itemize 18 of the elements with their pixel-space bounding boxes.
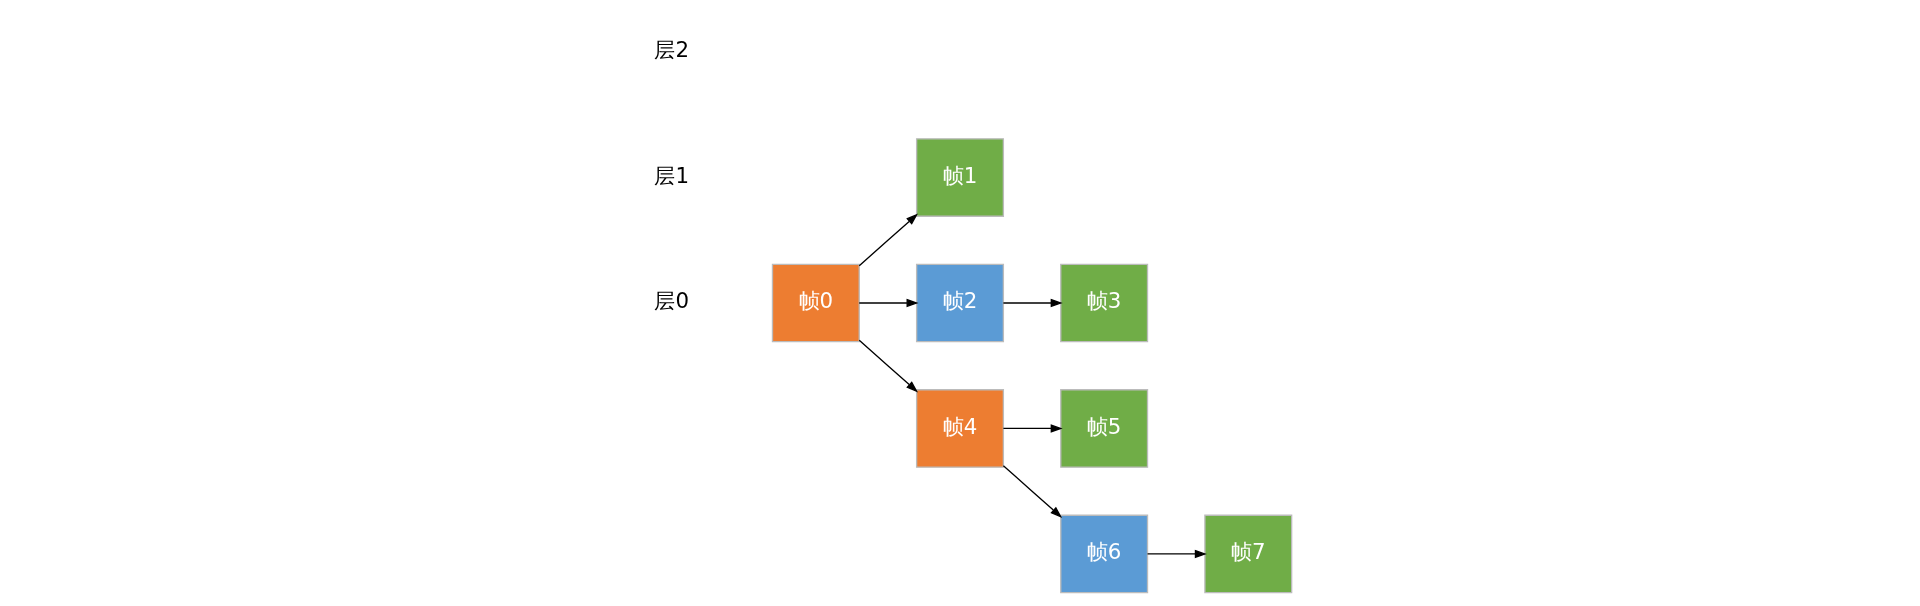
node-box: 帧3 [1060, 263, 1149, 343]
arrow [1002, 465, 1063, 518]
label: 层0 [654, 288, 690, 314]
node-box: 帧5 [1060, 389, 1149, 468]
arrow [1002, 298, 1063, 308]
node-box: 帧0 [771, 263, 860, 343]
arrow [1002, 424, 1063, 433]
arrow [1146, 549, 1207, 559]
node-box: 帧7 [1204, 514, 1293, 594]
node-box: 帧2 [915, 263, 1005, 343]
arrow [858, 298, 919, 308]
node-box: 帧4 [915, 389, 1005, 468]
arrow [858, 213, 919, 267]
label: 层2 [654, 37, 690, 63]
node-box: 帧6 [1060, 514, 1149, 594]
arrow [858, 339, 919, 393]
label: 层1 [654, 162, 690, 188]
node-box: 帧1 [915, 138, 1005, 217]
